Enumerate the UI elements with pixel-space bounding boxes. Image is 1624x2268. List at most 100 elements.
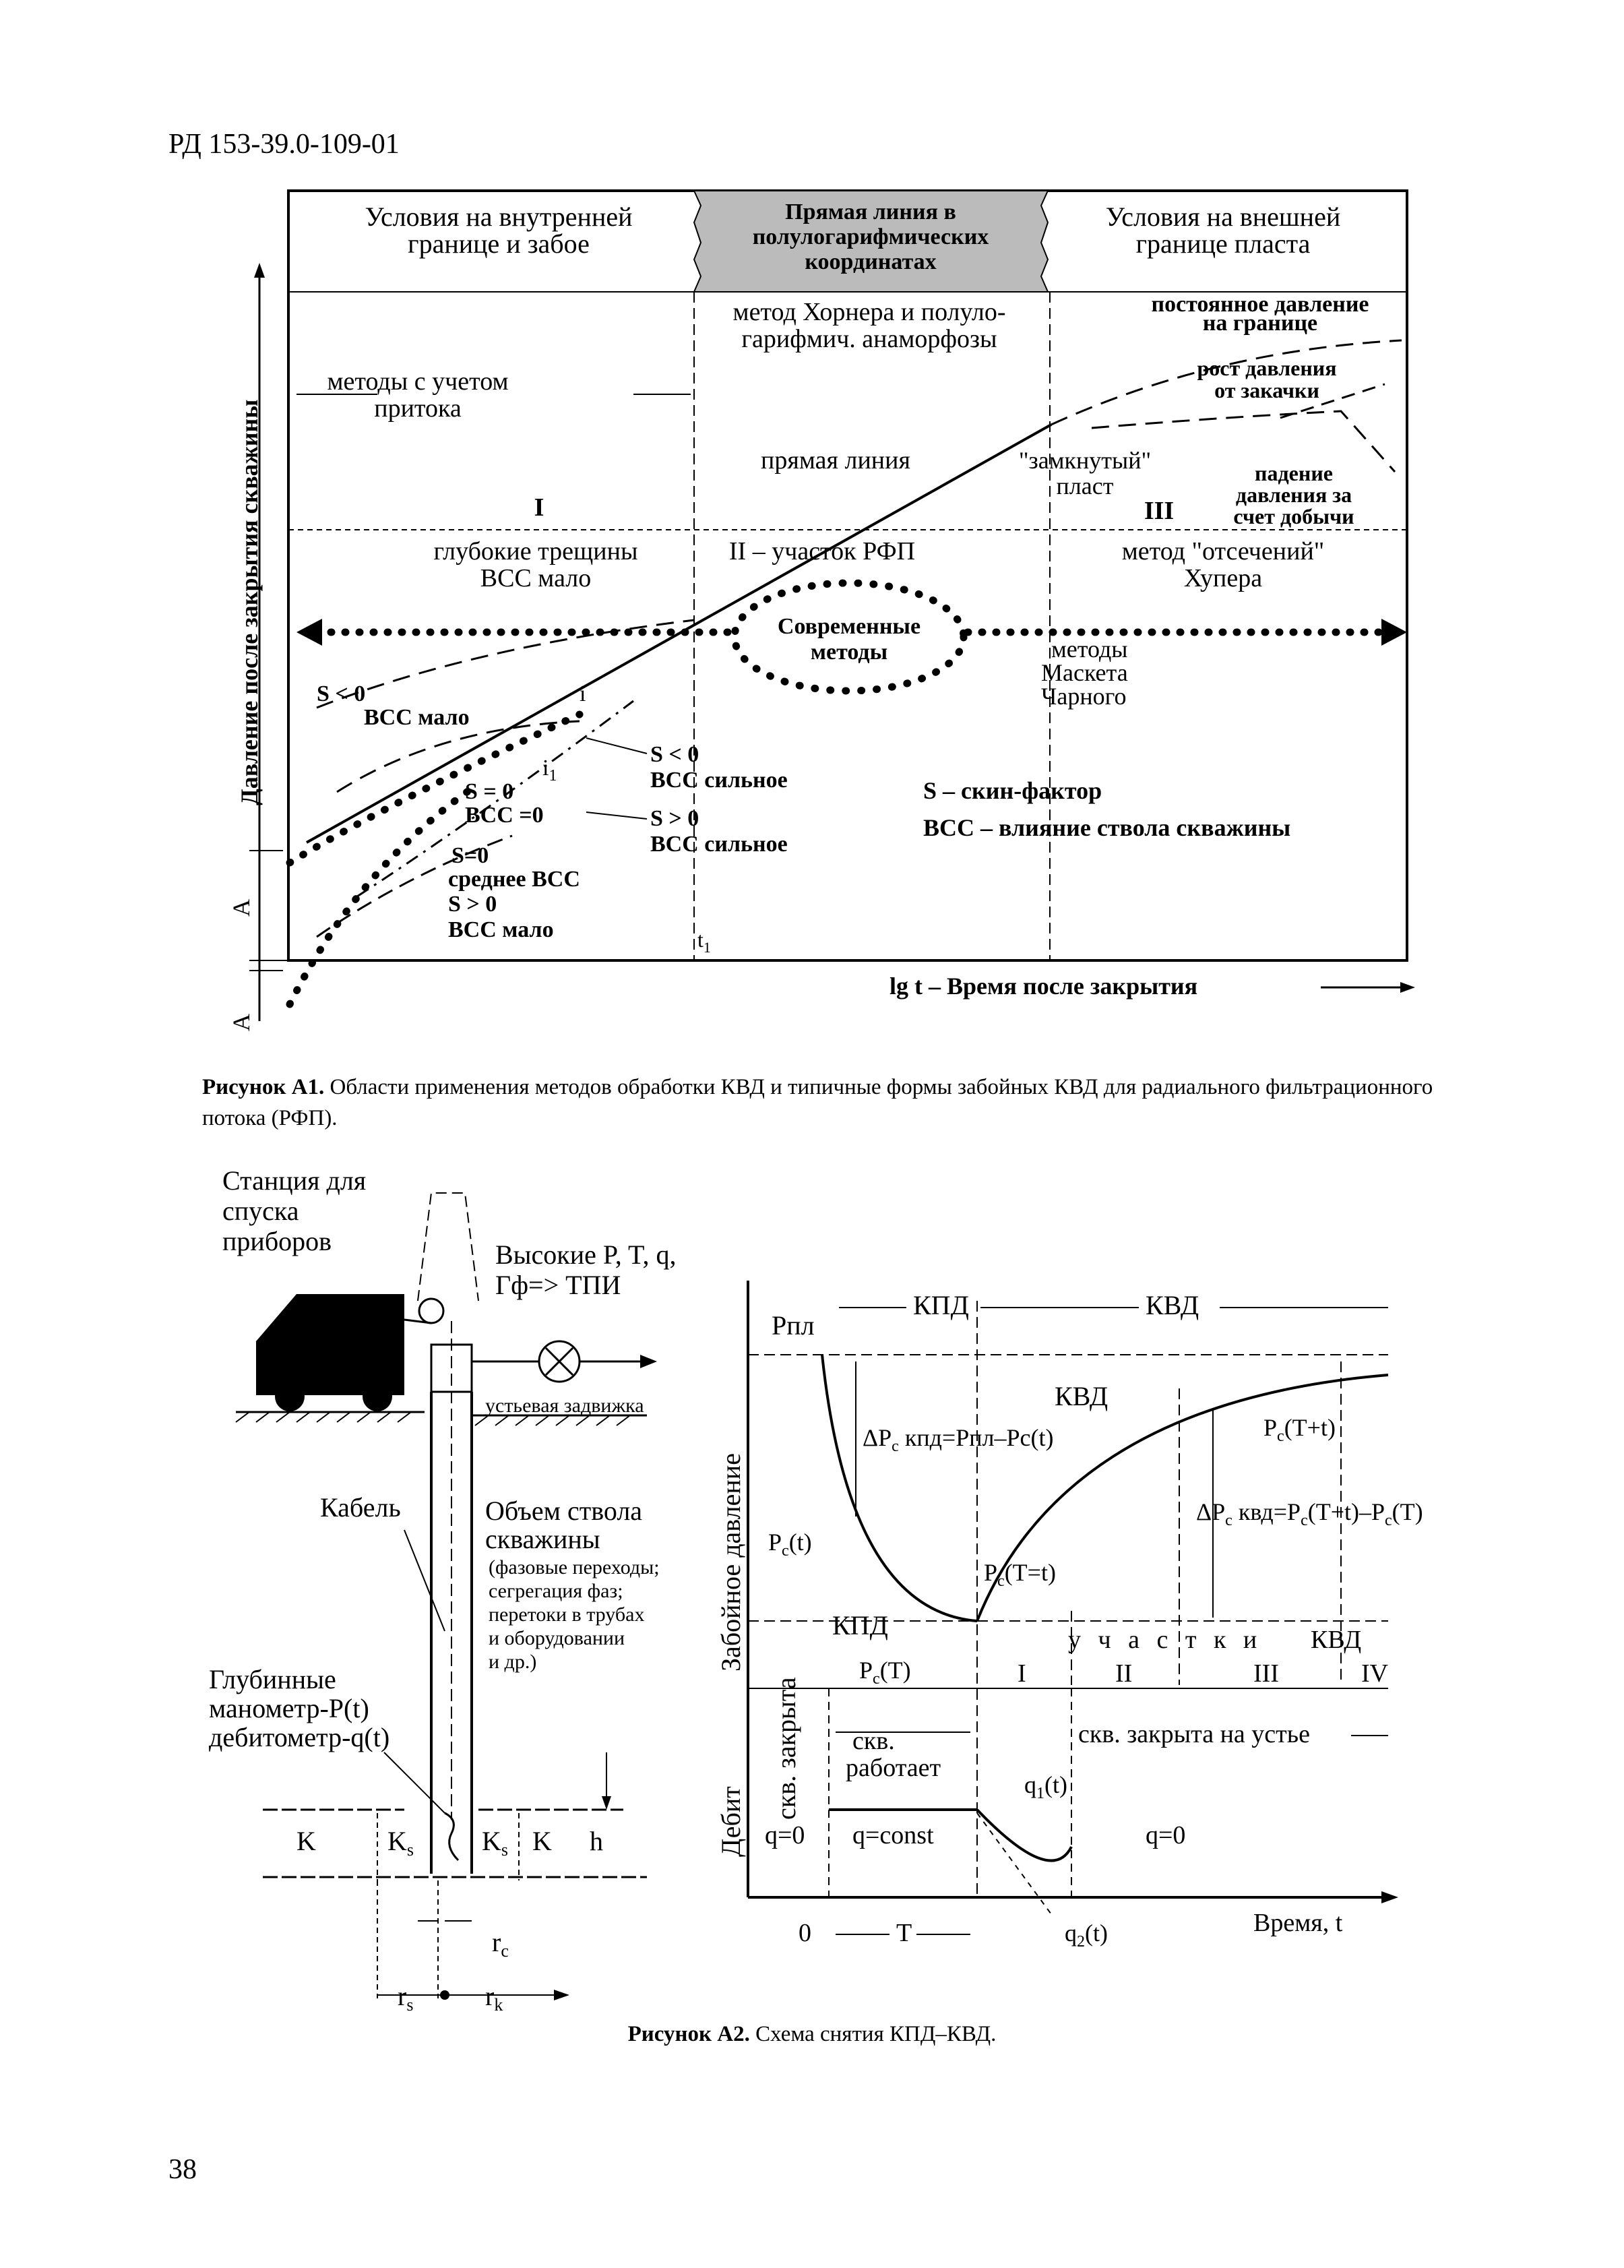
fig1-header-highlight bbox=[693, 190, 1049, 293]
col2-header-line1: Прямая линия в bbox=[785, 200, 956, 224]
gauges-1: Глубинные bbox=[209, 1664, 336, 1694]
label-s-lt0-strong-1: S < 0 bbox=[650, 742, 699, 767]
straight-line bbox=[306, 423, 1052, 844]
layer-K-right: K bbox=[532, 1826, 552, 1856]
label-muskat-2: Маскета bbox=[1041, 659, 1128, 686]
fig1-caption-label: Рисунок А1. bbox=[202, 1075, 325, 1099]
label-kpd-top: КПД bbox=[913, 1290, 969, 1320]
label-dp-kpd: ΔPс кпд=Рпл–Рс(t) bbox=[863, 1424, 1053, 1455]
volume-note-3: перетоки в трубах bbox=[489, 1603, 644, 1626]
fig1-x-label: lg t – Время после закрытия bbox=[889, 973, 1197, 1000]
well-works-2: работает bbox=[846, 1754, 941, 1782]
label-ppl: Рпл bbox=[772, 1310, 815, 1341]
kpd-curve bbox=[821, 1354, 978, 1622]
layer-Ks-left: Ks bbox=[387, 1826, 414, 1860]
radius-rk: rk bbox=[485, 1981, 503, 2015]
time-label: Время, t bbox=[1253, 1909, 1343, 1937]
label-hooper-1: метод "отсечений" bbox=[1122, 537, 1325, 565]
gauges-2: манометр-P(t) bbox=[209, 1693, 369, 1723]
fig1-caption-text: Области применения методов обработки КВД… bbox=[202, 1075, 1433, 1130]
modern-methods-ellipse bbox=[730, 579, 968, 695]
document-header: РД 153-39.0-109-01 bbox=[168, 129, 400, 160]
label-i: i bbox=[580, 681, 586, 706]
col1-header-line1: Условия на внутренней bbox=[365, 202, 632, 232]
truck-icon bbox=[256, 1294, 404, 1395]
axis-zero: 0 bbox=[799, 1919, 811, 1947]
fig2-caption-label: Рисунок А2. bbox=[627, 2022, 750, 2046]
label-A: A bbox=[228, 899, 255, 917]
label-s-lt0-1: S < 0 bbox=[317, 681, 365, 706]
radius-rc: rc bbox=[492, 1927, 509, 1961]
label-zone1: I bbox=[534, 493, 544, 522]
label-straight-line: прямая линия bbox=[761, 446, 910, 474]
label-i1: i1 bbox=[542, 756, 557, 785]
roman-IV: IV bbox=[1361, 1659, 1389, 1688]
label-zone2: II – участок РФП bbox=[729, 537, 915, 565]
q2-label: q2(t) bbox=[1065, 1920, 1108, 1951]
label-kvd-curve: КВД bbox=[1055, 1381, 1108, 1411]
label-rise-2: от закачки bbox=[1214, 378, 1319, 402]
q-const: q=const bbox=[852, 1821, 934, 1849]
col2-header-line3: координатах bbox=[805, 249, 936, 274]
label-kpd-curve: КПД bbox=[832, 1610, 888, 1641]
label-zone3: III bbox=[1144, 497, 1174, 525]
label-A1: A bbox=[228, 1014, 255, 1031]
label-const-pressure-1: постоянное давление bbox=[1152, 292, 1369, 317]
label-pc-tt: Pс(T+t) bbox=[1263, 1414, 1336, 1445]
label-s-eq0-mid-1: S=0 bbox=[451, 843, 489, 868]
label-s-eq0-mid-2: среднее ВСС bbox=[448, 867, 580, 892]
volume-2: скважины bbox=[485, 1524, 600, 1554]
volume-1: Объем ствола bbox=[485, 1496, 642, 1526]
col2-header-line2: полулогарифмических bbox=[753, 224, 989, 249]
roman-II: II bbox=[1115, 1659, 1132, 1688]
label-s-lt0-2: ВСС мало bbox=[364, 705, 470, 730]
radius-rs: rs bbox=[398, 1981, 413, 2015]
y-label-rate: Дебит bbox=[716, 1786, 746, 1857]
q1-curve bbox=[976, 1808, 1073, 1862]
label-deep-cracks-1: глубокие трещины bbox=[433, 537, 637, 565]
label-kvd-top: КВД bbox=[1146, 1290, 1199, 1320]
fig2-caption-text: Схема снятия КПД–КВД. bbox=[755, 2022, 997, 2046]
label-s-lt0-strong-2: ВСС сильное bbox=[650, 768, 788, 793]
fig1-y-arrow bbox=[254, 263, 265, 278]
roman-III: III bbox=[1253, 1659, 1279, 1688]
label-inflow-methods-1: методы с учетом bbox=[327, 367, 508, 396]
label-pc-teq: Pс(T=t) bbox=[984, 1559, 1056, 1590]
axis-T: T bbox=[896, 1919, 912, 1947]
q2-curve bbox=[976, 1812, 1052, 1915]
col3-header-line1: Условия на внешней bbox=[1106, 202, 1341, 232]
label-muskat-3: Чарного bbox=[1041, 683, 1127, 710]
roman-I: I bbox=[1018, 1659, 1026, 1688]
y-label-pressure: Забойное давление bbox=[716, 1453, 746, 1672]
cable-label: Кабель bbox=[320, 1492, 401, 1523]
label-rise-1: рост давления bbox=[1197, 356, 1336, 380]
page-number: 38 bbox=[168, 2154, 197, 2185]
label-horner-2: гарифмич. анаморфозы bbox=[741, 325, 997, 353]
label-modern-2: методы bbox=[811, 640, 887, 665]
wellhead-valve-label: устьевая задвижка bbox=[485, 1394, 644, 1417]
label-inflow-methods-2: притока bbox=[374, 394, 462, 423]
curve-const-pressure bbox=[1051, 339, 1402, 426]
fig2-caption: Рисунок А2. Схема снятия КПД–КВД. bbox=[0, 2019, 1624, 2050]
layer-Ks-right: Ks bbox=[482, 1826, 508, 1860]
label-drop-3: счет добычи bbox=[1233, 504, 1354, 528]
label-const-pressure-2: на границе bbox=[1203, 311, 1317, 336]
closed-at-head: скв. закрыта на устье bbox=[1078, 1720, 1310, 1748]
label-closed-1: "замкнутый" bbox=[1019, 447, 1151, 474]
label-pc-t: Pс(t) bbox=[768, 1529, 812, 1560]
col1-header-line2: границе и забое bbox=[408, 228, 590, 259]
layer-K-left: K bbox=[296, 1826, 316, 1856]
station-2: спуска bbox=[222, 1196, 299, 1226]
volume-note-2: сегрегация фаз; bbox=[489, 1580, 623, 1602]
label-s-gt0-1: S > 0 bbox=[448, 892, 497, 917]
label-s-eq0-2: ВСС =0 bbox=[465, 803, 544, 828]
label-dp-kvd: ΔPс квд=Pс(T+t)–Pс(T) bbox=[1196, 1498, 1423, 1529]
label-s-eq0-1: S = 0 bbox=[465, 779, 513, 804]
label-s-gt0-2: ВСС мало bbox=[448, 917, 554, 942]
q0-right: q=0 bbox=[1146, 1821, 1185, 1849]
label-horner-1: метод Хорнера и полуло- bbox=[733, 298, 1006, 326]
label-deep-cracks-2: ВСС мало bbox=[480, 564, 592, 592]
label-kvd-section: КВД bbox=[1311, 1626, 1361, 1654]
label-s-gt0-strong-2: ВСС сильное bbox=[650, 832, 788, 857]
